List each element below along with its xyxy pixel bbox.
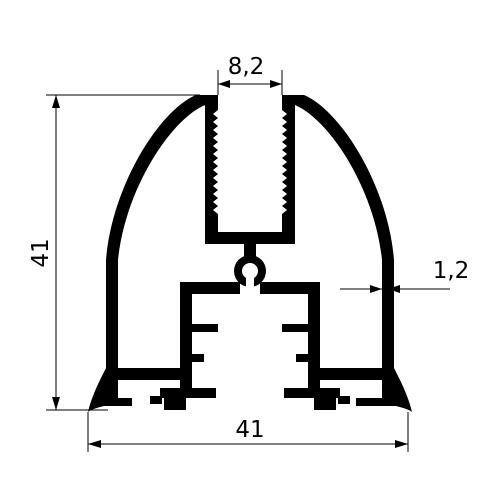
dimension-slot-width: 8,2	[217, 54, 283, 95]
right-base-foot	[320, 368, 412, 412]
right-inner-fin	[282, 324, 308, 332]
left-base-tab	[150, 396, 162, 404]
inner-frame	[180, 282, 320, 392]
right-arch-wall	[282, 95, 394, 368]
dimension-height: 41	[28, 94, 200, 411]
slot-width-label: 8,2	[228, 54, 265, 80]
right-clip-tab	[314, 398, 336, 410]
dimension-wall-thickness: 1,2	[340, 258, 469, 293]
right-edge-tab	[356, 398, 382, 406]
right-slot-wall	[282, 95, 295, 232]
left-inner-fin-2	[192, 354, 204, 362]
slot-bottom	[205, 232, 295, 244]
left-base-foot	[88, 368, 180, 412]
left-arch-wall	[106, 95, 218, 368]
left-clip-tab	[164, 398, 186, 410]
left-clip-flange	[160, 388, 216, 398]
width-label: 41	[235, 417, 264, 443]
profile-section	[88, 95, 412, 412]
central-stem	[244, 244, 256, 258]
left-slot-wall	[205, 95, 218, 232]
dimension-width: 41	[87, 412, 409, 452]
screw-channel	[242, 263, 258, 279]
right-clip-flange	[284, 388, 340, 398]
left-edge-tab	[118, 400, 132, 406]
wall-thickness-label: 1,2	[433, 258, 470, 284]
height-label: 41	[28, 238, 54, 267]
right-base-tab	[338, 396, 350, 404]
left-inner-fin	[192, 324, 218, 332]
screw-channel-opening	[246, 278, 254, 290]
right-inner-fin-2	[296, 354, 308, 362]
